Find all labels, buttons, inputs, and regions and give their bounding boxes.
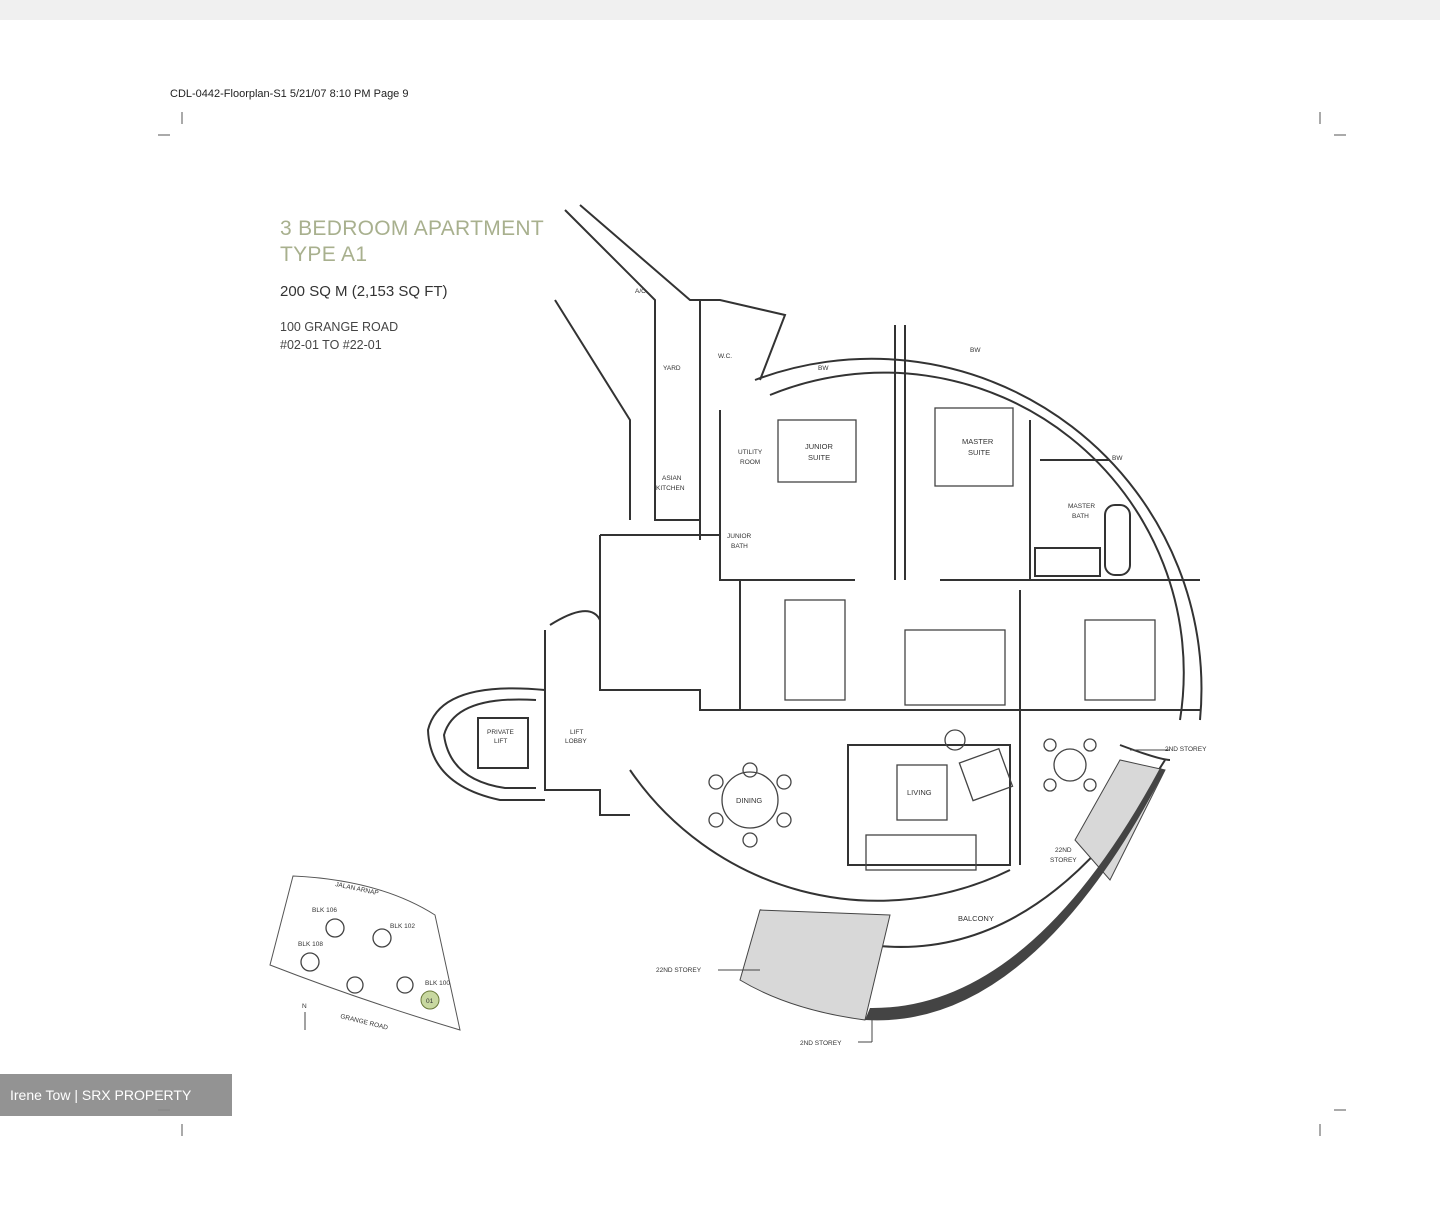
unit-title-line1: 3 BEDROOM APARTMENT	[280, 217, 544, 240]
room-dining: DINING	[736, 796, 762, 805]
road-grange: GRANGE ROAD	[340, 1013, 389, 1032]
label-bw-3: BW	[1112, 455, 1123, 462]
storey-22nd-right-l2: STOREY	[1050, 857, 1077, 864]
road-jalan-arnap: JALAN ARNAP	[335, 881, 380, 897]
unit-location-marker	[420, 990, 440, 1010]
blk106-marker	[325, 918, 345, 938]
room-lift-lobby-l2: LOBBY	[565, 738, 587, 745]
room-balcony: BALCONY	[958, 914, 994, 923]
room-private-lift-l1: PRIVATE	[487, 729, 515, 736]
unit-address: 100 GRANGE ROAD #02-01 TO #22-01	[280, 318, 398, 354]
room-asian-kitchen-l1: ASIAN	[662, 475, 682, 482]
balcony-steps	[739, 759, 1166, 1021]
room-private-lift-l2: LIFT	[494, 738, 507, 745]
room-lift-lobby-l1: LIFT	[570, 729, 583, 736]
site-blk108: BLK 108	[298, 941, 323, 948]
room-master-bath-l1: MASTER	[1068, 503, 1095, 510]
room-master-bath-l2: BATH	[1072, 513, 1089, 520]
address-line2: #02-01 TO #22-01	[280, 338, 382, 352]
blk100-marker	[396, 976, 414, 994]
unit-title: 3 BEDROOM APARTMENT TYPE A1	[280, 216, 544, 268]
unit-title-line2: TYPE A1	[280, 243, 368, 266]
site-north-label: N	[302, 1003, 307, 1010]
storey-2nd-bottom: 2ND STOREY	[800, 1040, 842, 1047]
storey-22nd-bottom: 22ND STOREY	[656, 967, 702, 974]
blk102-marker	[372, 928, 392, 948]
room-wc: W.C.	[718, 353, 732, 360]
room-junior-bath-l2: BATH	[731, 543, 748, 550]
outer-walls	[426, 204, 1203, 948]
storey-2nd-top: 2ND STOREY	[1165, 746, 1207, 753]
site-blk106: BLK 106	[312, 907, 337, 914]
room-master-suite-l1: MASTER	[962, 437, 994, 446]
block-marker	[346, 976, 364, 994]
site-unit-marker-label: 01	[426, 998, 434, 1005]
blk108-marker	[300, 952, 320, 972]
site-blk100: BLK 100	[425, 980, 450, 987]
room-junior-suite-l2: SUITE	[808, 453, 830, 462]
room-ac: A/C	[635, 288, 646, 295]
room-living: LIVING	[907, 788, 932, 797]
room-yard: YARD	[663, 365, 681, 372]
address-line1: 100 GRANGE ROAD	[280, 320, 399, 334]
room-asian-kitchen-l2: KITCHEN	[656, 485, 685, 492]
file-info: CDL-0442-Floorplan-S1 5/21/07 8:10 PM Pa…	[170, 88, 409, 100]
top-bar	[0, 0, 1440, 20]
site-key-plan	[269, 875, 461, 1031]
unit-area: 200 SQ M (2,153 SQ FT)	[280, 283, 448, 300]
room-utility-l1: UTILITY	[738, 449, 763, 456]
storey-22nd-right-l1: 22ND	[1055, 847, 1072, 854]
watermark: Irene Tow | SRX PROPERTY	[0, 1074, 232, 1116]
label-bw-2: BW	[970, 347, 981, 354]
furniture	[708, 407, 1156, 871]
label-bw-1: BW	[818, 365, 829, 372]
room-utility-l2: ROOM	[740, 459, 760, 466]
room-junior-bath-l1: JUNIOR	[727, 533, 752, 540]
room-master-suite-l2: SUITE	[968, 448, 990, 457]
room-junior-suite-l1: JUNIOR	[805, 442, 834, 451]
site-blk102: BLK 102	[390, 923, 415, 930]
storey-leaders	[718, 749, 1170, 1043]
